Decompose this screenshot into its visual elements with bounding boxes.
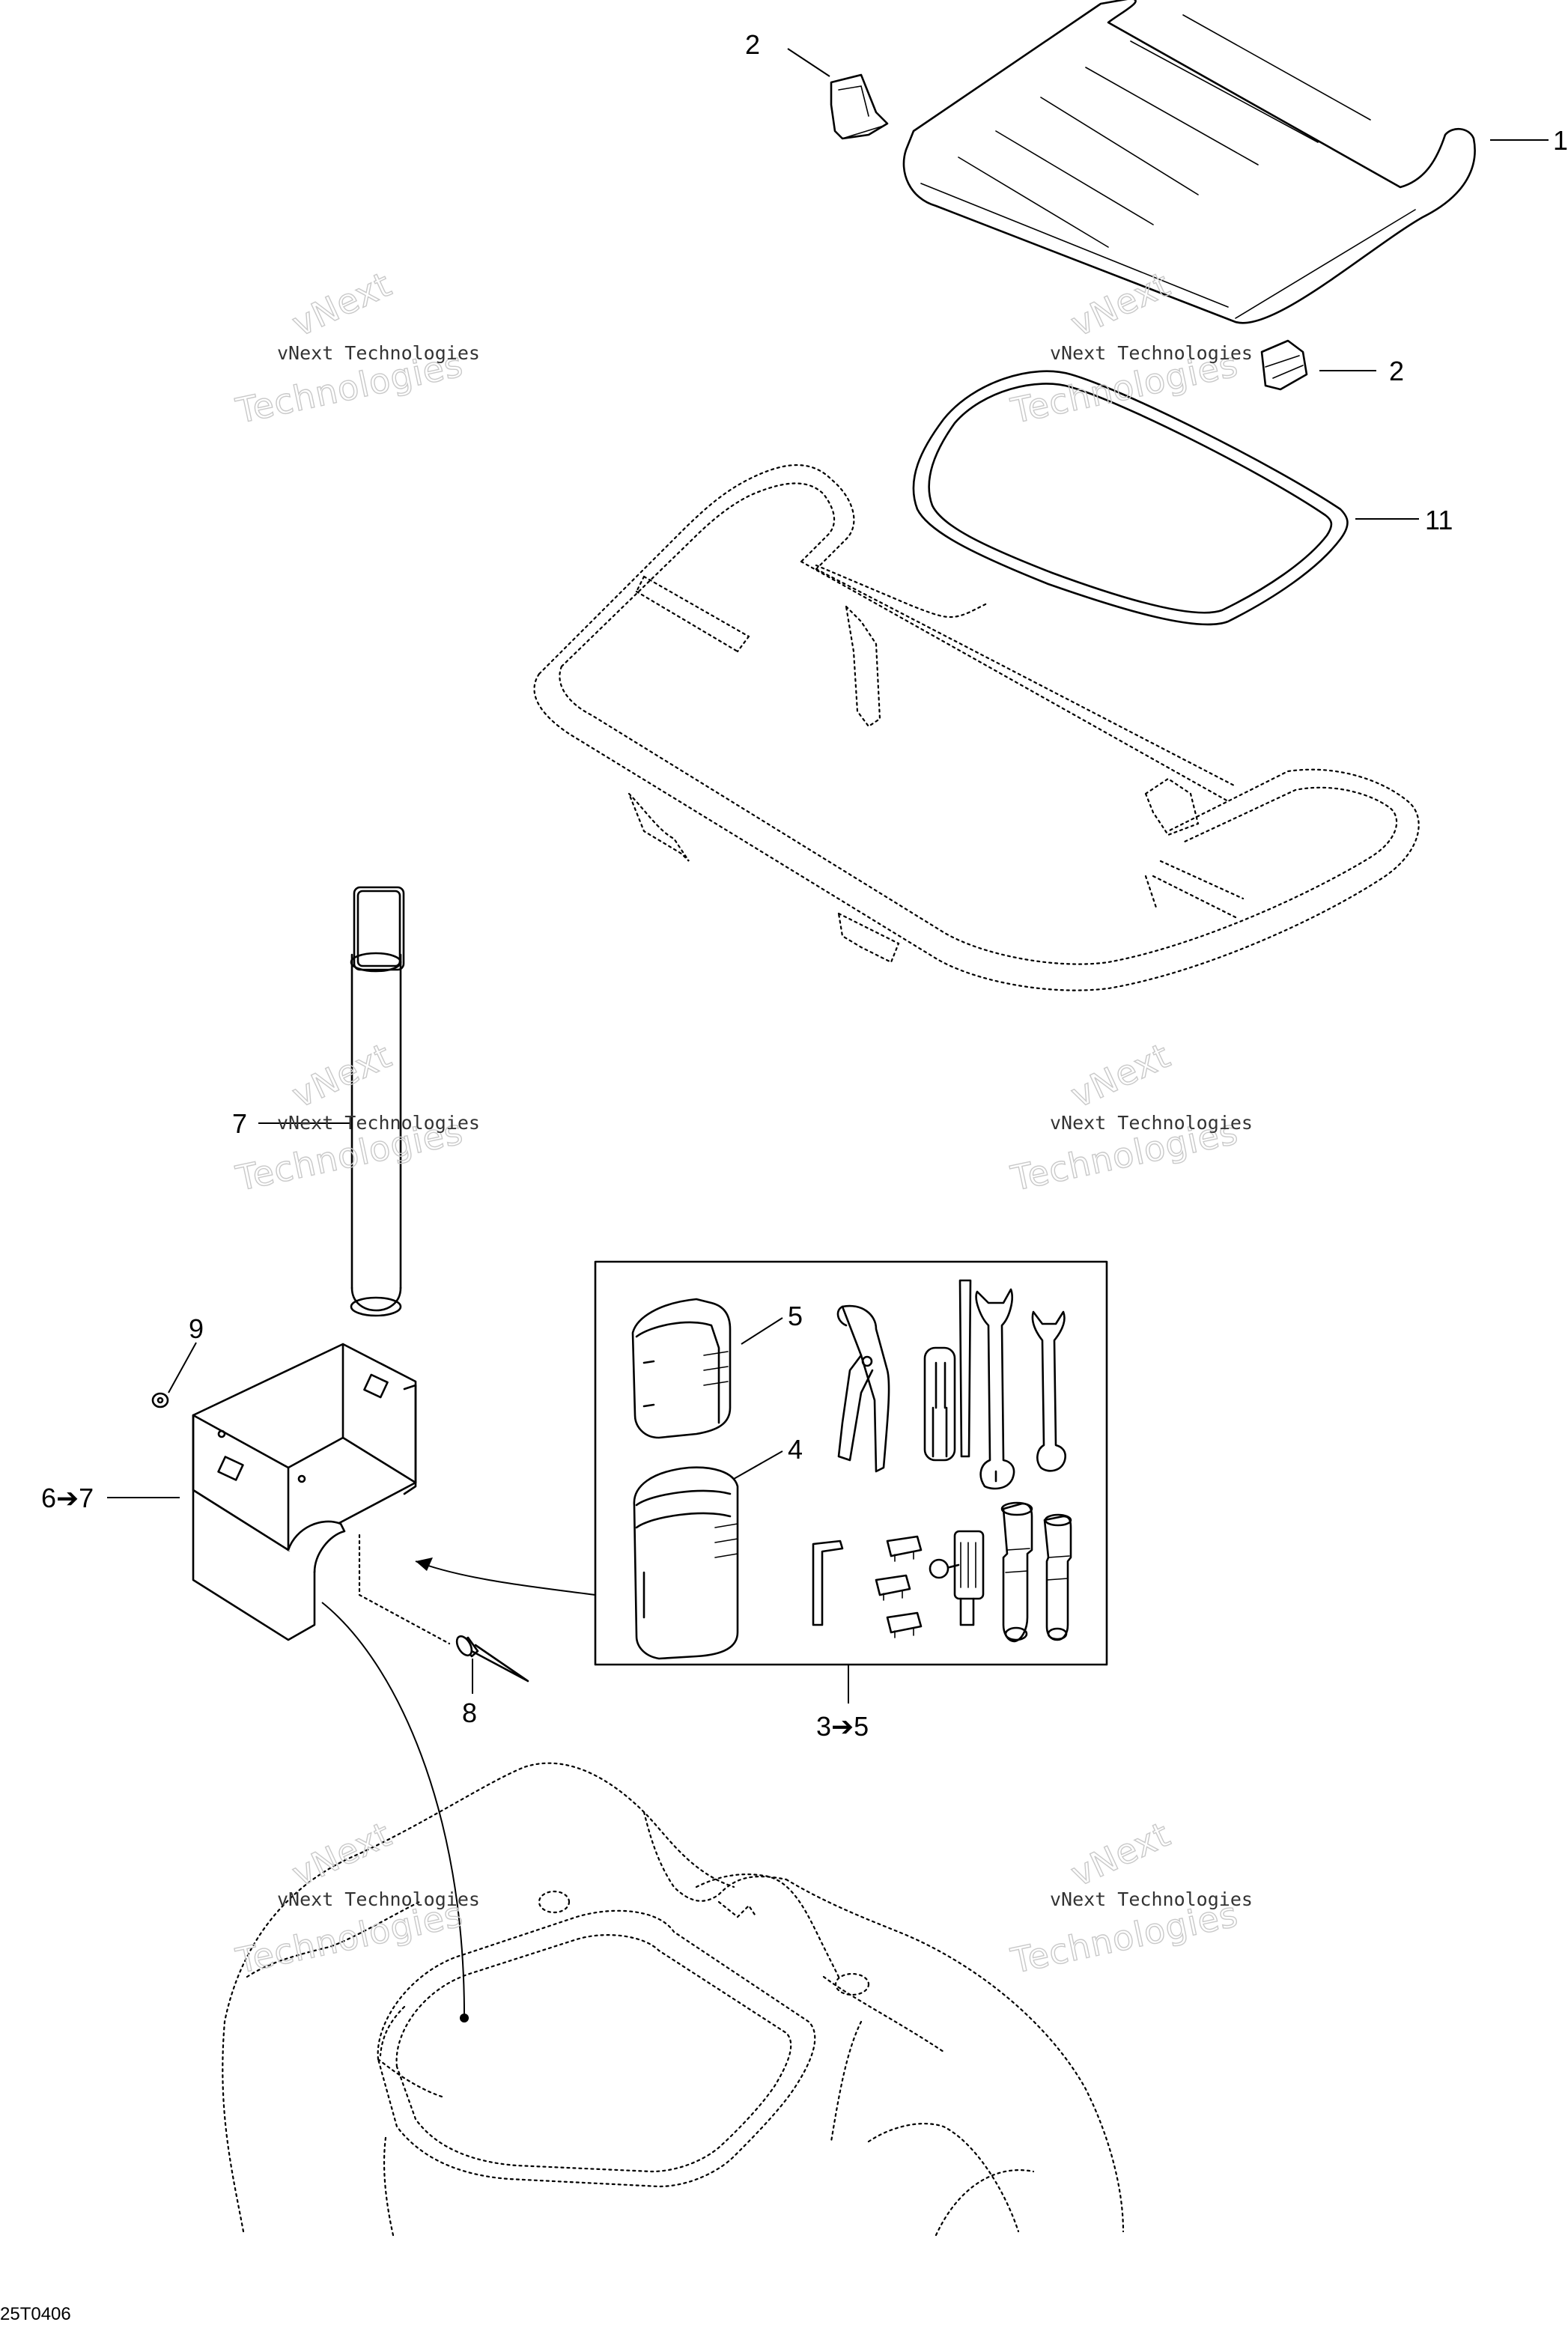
svg-text:vNext Technologies: vNext Technologies	[277, 342, 480, 364]
kit-pointer-arrowhead	[416, 1557, 433, 1571]
kit-pointer-line	[415, 1560, 596, 1596]
svg-text:vNext Technologies: vNext Technologies	[277, 1888, 480, 1910]
callout-3-to-5: 3➔5	[816, 1711, 869, 1742]
vehicle-body-outline	[222, 1762, 1125, 2237]
watermark-bottom-right: vNext Technologies vNext Technologies	[1006, 1813, 1253, 1981]
hex-key	[812, 1540, 844, 1626]
diagram-reference-code: 25T0406	[0, 2304, 71, 2324]
watermark-top-left: vNext Technologies vNext Technologies	[231, 263, 480, 431]
watermark-mid-right: vNext Technologies vNext Technologies	[1006, 1034, 1253, 1199]
callout-6-to-7: 6➔7	[41, 1483, 94, 1513]
socket-wrench-large	[1000, 1501, 1033, 1643]
washer	[151, 1392, 169, 1408]
fuse-2	[875, 1574, 911, 1601]
tool-bag-body	[633, 1466, 739, 1660]
tool-bag-lid	[631, 1298, 732, 1439]
svg-text:vNext: vNext	[286, 1814, 398, 1894]
fuse-puller	[929, 1530, 985, 1626]
svg-text:vNext: vNext	[286, 1035, 398, 1116]
rivet	[455, 1635, 529, 1683]
seat-clip-top	[830, 73, 889, 140]
svg-text:vNext: vNext	[1065, 1814, 1176, 1894]
seat-seal	[912, 370, 1349, 626]
callout-5: 5	[788, 1301, 803, 1331]
socket-wrench-small	[1043, 1513, 1072, 1641]
fuse-3	[886, 1611, 923, 1638]
compartment-pointer-dot	[460, 2014, 469, 2022]
callout-4: 4	[788, 1434, 803, 1465]
callout-9: 9	[189, 1313, 204, 1344]
seat-cushion	[902, 0, 1476, 324]
feeler-blade	[958, 1279, 972, 1458]
rivet-alignment-line	[358, 1534, 451, 1645]
tool-kit-strap	[350, 886, 405, 1317]
svg-text:vNext: vNext	[1065, 1035, 1176, 1116]
tool-box-holder	[192, 1343, 417, 1641]
callout-2-top: 2	[745, 29, 760, 60]
svg-text:vNext Technologies: vNext Technologies	[1050, 342, 1253, 364]
wrench-small	[1031, 1310, 1066, 1472]
fuse-1	[886, 1535, 923, 1562]
callout-11: 11	[1425, 505, 1453, 535]
watermark-bottom-left: vNext Technologies vNext Technologies	[231, 1813, 480, 1981]
frame-outline	[533, 464, 1420, 991]
tool-kit-box	[594, 1260, 1108, 1666]
watermark-mid-left: vNext Technologies vNext Technologies	[231, 1034, 480, 1199]
callout-8: 8	[462, 1698, 477, 1728]
pliers	[836, 1304, 890, 1473]
svg-text:vNext Technologies: vNext Technologies	[277, 1112, 480, 1134]
svg-text:vNext Technologies: vNext Technologies	[1050, 1888, 1253, 1910]
callout-2-bottom: 2	[1389, 356, 1404, 386]
screwdriver	[923, 1346, 956, 1462]
wrench-large	[975, 1288, 1015, 1490]
callout-1: 1	[1553, 125, 1568, 156]
svg-text:vNext Technologies: vNext Technologies	[1050, 1112, 1253, 1134]
svg-text:vNext: vNext	[286, 264, 398, 344]
callout-7: 7	[232, 1108, 247, 1139]
compartment-pointer-line	[321, 1602, 465, 2015]
seat-clip-bottom	[1260, 339, 1308, 391]
leader-lines	[107, 48, 1549, 1704]
